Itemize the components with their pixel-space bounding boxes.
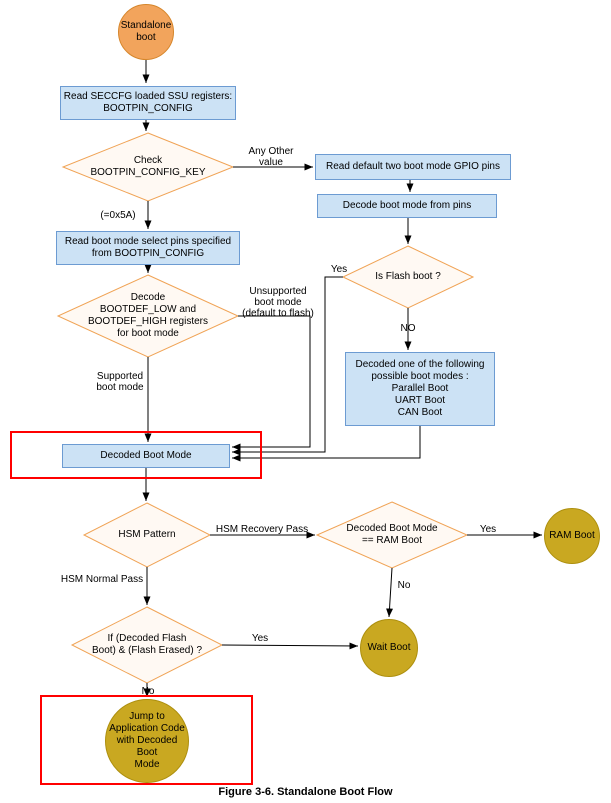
node-standalone-boot: Standalone boot: [118, 4, 174, 60]
edge-unsupported-to-decodedmode: [232, 315, 311, 451]
edge-isflash-yes-to-decodedmode: [232, 276, 343, 456]
edge-label-hsm-recovery: HSM Recovery Pass: [215, 524, 309, 535]
edge-label-hsm-normal: HSM Normal Pass: [60, 574, 144, 585]
node-jump-application: Jump to Application Code with Decoded Bo…: [105, 699, 189, 783]
edge-label-supported: Supported boot mode: [96, 371, 144, 393]
node-decoded-ram-boot: Decoded Boot Mode == RAM Boot: [346, 523, 438, 546]
figure-caption: Figure 3-6. Standalone Boot Flow: [218, 786, 393, 798]
node-if-decoded-flash: If (Decoded Flash Boot) & (Flash Erased)…: [91, 633, 203, 656]
node-decode-from-pins: Decode boot mode from pins: [317, 194, 497, 218]
edge-ramcheck-no-to-waitboot: [386, 567, 394, 618]
node-read-default-gpio: Read default two boot mode GPIO pins: [315, 154, 511, 180]
edge-label-unsupported: Unsupported boot mode (default to flash): [242, 286, 314, 319]
edge-label-no-flash: NO: [400, 323, 416, 334]
node-hsm-pattern: HSM Pattern: [118, 529, 176, 540]
node-read-seccfg: Read SECCFG loaded SSU registers: BOOTPI…: [60, 86, 236, 120]
edge-label-any-other-value: Any Other value: [248, 146, 294, 168]
node-check-bootpin-key: Check BOOTPIN_CONFIG_KEY: [90, 155, 206, 178]
edge-label-no-ram: No: [397, 580, 411, 591]
node-decode-bootdef: Decode BOOTDEF_LOW and BOOTDEF_HIGH regi…: [87, 292, 209, 339]
node-read-boot-mode-pins: Read boot mode select pins specified fro…: [56, 231, 240, 265]
edge-label-yes-ram: Yes: [479, 524, 497, 535]
node-is-flash-boot: Is Flash boot ?: [375, 271, 441, 282]
edge-label-0x5a: (=0x5A): [100, 210, 136, 221]
edge-label-no-erased: No: [141, 686, 155, 697]
node-decoded-boot-mode: Decoded Boot Mode: [62, 444, 230, 468]
edge-label-yes-erased: Yes: [251, 633, 269, 644]
edge-label-yes-flash: Yes: [330, 264, 348, 275]
edge-possible-to-decodedmode: [232, 426, 421, 462]
edge-flasherased-yes-to-waitboot: [221, 642, 359, 650]
node-wait-boot: Wait Boot: [360, 619, 418, 677]
node-ram-boot: RAM Boot: [544, 508, 600, 564]
node-decoded-possible-modes: Decoded one of the following possible bo…: [345, 352, 495, 426]
